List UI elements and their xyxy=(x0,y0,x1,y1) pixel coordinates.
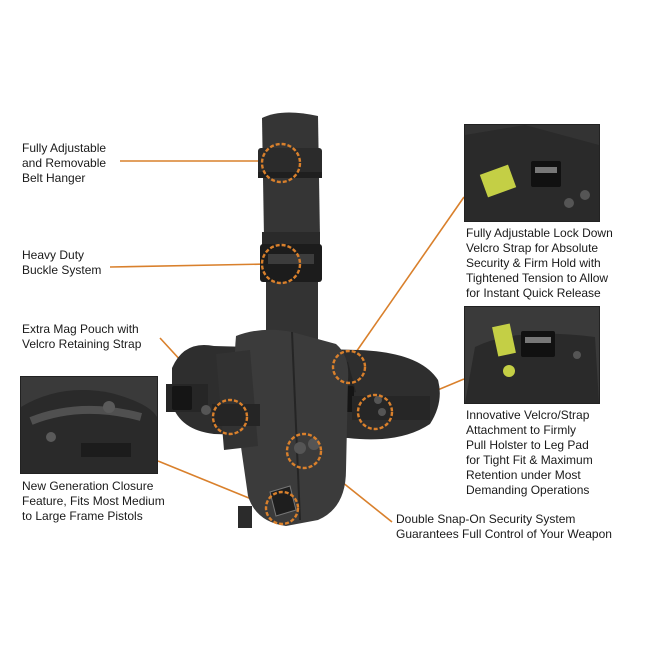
callout-velcro-strap: Innovative Velcro/Strap Attachment to Fi… xyxy=(466,408,593,497)
holster-ridge xyxy=(291,331,301,521)
snap-2 xyxy=(294,442,306,454)
circle-lock-down xyxy=(331,349,367,385)
lock-down-inset-photo xyxy=(464,124,600,222)
velcro-strap-inset-graphic xyxy=(465,307,599,403)
leader-buckle xyxy=(109,263,269,268)
callout-snap-on: Double Snap-On Security System Guarantee… xyxy=(396,512,612,541)
circle-buckle xyxy=(260,243,302,285)
holster-illustration xyxy=(166,112,440,528)
closure-inset-photo xyxy=(20,376,158,474)
left-leg-buckle xyxy=(172,386,192,410)
lock-down-inset-graphic xyxy=(465,125,599,221)
belt-hanger-loop-edge xyxy=(258,172,322,178)
buckle-slot xyxy=(268,254,314,264)
callout-belt-hanger: Fully Adjustable and Removable Belt Hang… xyxy=(22,141,107,185)
circle-mag-pouch xyxy=(211,398,249,436)
snap-5 xyxy=(374,396,382,404)
bottom-tab xyxy=(238,506,252,528)
circle-closure xyxy=(264,490,300,526)
circle-belt-hanger xyxy=(260,142,302,184)
holster-body xyxy=(234,329,349,526)
right-leg-strap xyxy=(352,396,430,420)
snap-3 xyxy=(308,438,320,450)
buckle-top xyxy=(262,232,320,246)
callout-lock-down: Fully Adjustable Lock Down Velcro Strap … xyxy=(466,226,613,300)
velcro-strap-inset-photo xyxy=(464,306,600,404)
snap-1 xyxy=(201,405,211,415)
callout-circles xyxy=(211,142,394,526)
belt-hanger-loop xyxy=(258,148,322,176)
circle-snap-on xyxy=(285,432,323,470)
closure-inset-graphic xyxy=(21,377,157,473)
mag-pouch-flap xyxy=(212,404,260,426)
snap-4 xyxy=(378,408,386,416)
callout-mag-pouch: Extra Mag Pouch with Velcro Retaining St… xyxy=(22,322,142,351)
callout-buckle: Heavy Duty Buckle System xyxy=(22,248,102,277)
circle-velcro-strap xyxy=(356,393,394,431)
leader-closure xyxy=(157,460,267,506)
callout-closure: New Generation Closure Feature, Fits Mos… xyxy=(22,479,165,523)
leader-lock-down xyxy=(353,196,465,356)
